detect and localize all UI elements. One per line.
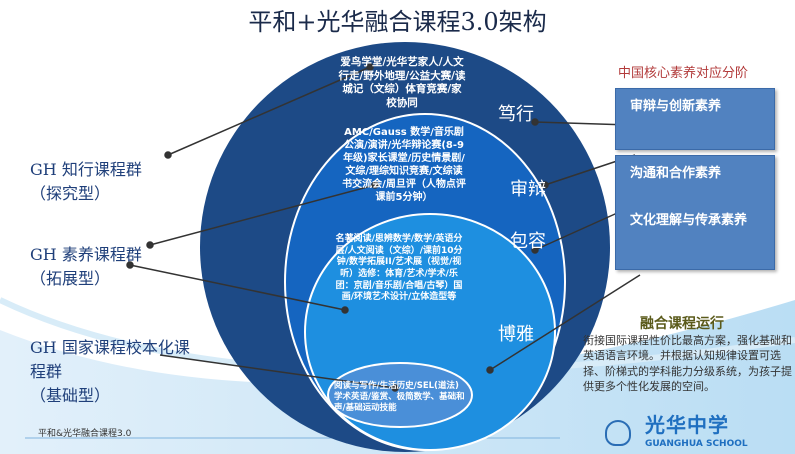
footer-text: 平和&光华融合课程3.0 bbox=[38, 429, 132, 439]
box-label: 审辩与创新素养 bbox=[630, 99, 722, 114]
third-ring-courses: 名著阅读/思辨数学/数学/英语分层/人文阅读（文综）/课前10分钟/数学拓展II… bbox=[335, 234, 463, 303]
box-label: 沟通和合作素养 bbox=[630, 166, 722, 181]
box-critical-innovation: 审辩与创新素养 bbox=[615, 88, 775, 150]
box-communication-culture: 沟通和合作素养 文化理解与传承素养 bbox=[615, 155, 775, 270]
school-crest-icon bbox=[605, 420, 631, 446]
inner-ellipse bbox=[327, 362, 473, 428]
group-name: GH 素养课程群 bbox=[30, 245, 142, 264]
group-type: （拓展型） bbox=[30, 269, 111, 288]
second-ring-courses: AMC/Gauss 数学/音乐剧公演/演讲/光华辩论赛(8-9年级)家长课堂/历… bbox=[342, 127, 466, 203]
logo-en: GUANGHUA SCHOOL bbox=[645, 439, 748, 449]
ring-label-boya: 博雅 bbox=[498, 324, 534, 345]
ring-label-baorong: 包容 bbox=[510, 231, 546, 252]
group-type: （探究型） bbox=[30, 184, 111, 203]
group-name: GH 知行课程群 bbox=[30, 160, 142, 179]
right-heading: 中国核心素养对应分阶 bbox=[618, 66, 749, 81]
ring-label-shenbian: 审辩 bbox=[510, 179, 546, 200]
wave-decoration bbox=[0, 300, 795, 454]
operation-heading: 融合课程运行 bbox=[640, 316, 724, 332]
inner-courses: 阅读与写作/生活历史/SEL(道法)学术英语/鉴赏、极简数学、基础和声/基础运动… bbox=[334, 381, 465, 414]
logo-cn: 光华中学 bbox=[645, 413, 729, 437]
outer-ring-courses: 爱鸟学堂/光华艺家人/人文行走/野外地理/公益大赛/读城记（文综）体育竞赛/家校… bbox=[338, 56, 466, 109]
group-suyang: GH 素养课程群 （拓展型） bbox=[30, 243, 142, 291]
group-name: GH 国家课程校本化课程群 bbox=[30, 338, 190, 381]
group-type: （基础型） bbox=[30, 386, 111, 405]
connector-lines bbox=[126, 63, 641, 392]
page-title: 平和+光华融合课程3.0架构 bbox=[248, 8, 547, 36]
ring-label-duxing: 笃行 bbox=[498, 104, 534, 125]
operation-text: 衔接国际课程性价比最高方案，强化基础和英语语言环境。并根据认知规律设置可选择、阶… bbox=[583, 334, 792, 394]
group-guojia: GH 国家课程校本化课程群 （基础型） bbox=[30, 336, 190, 408]
box-label: 文化理解与传承素养 bbox=[630, 213, 748, 228]
group-zhixing: GH 知行课程群 （探究型） bbox=[30, 158, 142, 206]
